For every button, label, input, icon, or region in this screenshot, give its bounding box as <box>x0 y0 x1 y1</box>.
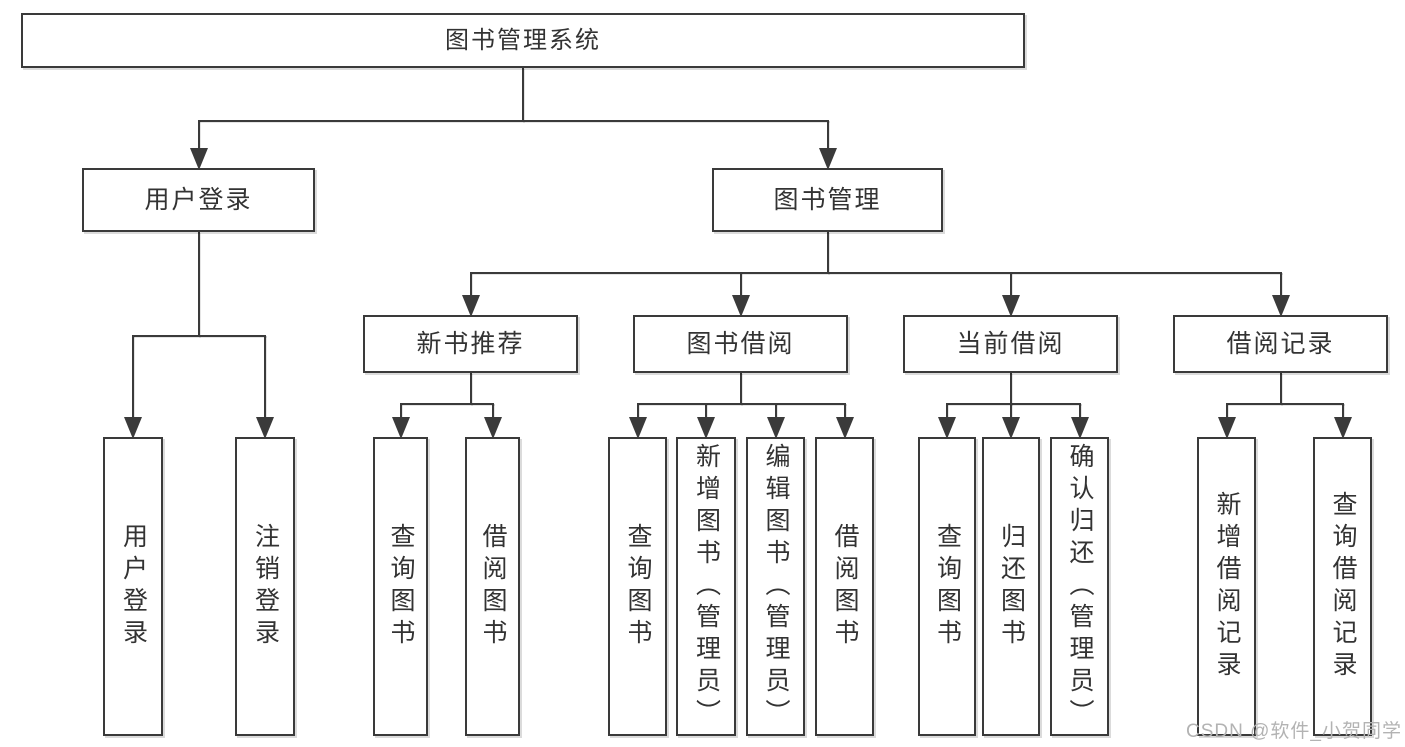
arrowhead-down-icon <box>938 417 956 439</box>
node-records: 借阅记录 <box>1173 315 1388 373</box>
connector-drop <box>826 120 829 150</box>
connector-drop <box>132 335 134 419</box>
node-borrow: 图书借阅 <box>633 315 848 373</box>
node-cu-return: 归还图书 <box>982 437 1040 736</box>
arrowhead-down-icon <box>1333 417 1352 439</box>
node-nb-query: 查询图书 <box>373 437 428 736</box>
arrowhead-down-icon <box>835 417 854 439</box>
connector-stub <box>469 373 472 405</box>
connector-stub <box>197 232 200 337</box>
arrowhead-down-icon <box>461 295 480 317</box>
connector-stub <box>1009 373 1012 405</box>
connector-drop <box>946 403 948 419</box>
arrowhead-down-icon <box>1001 295 1020 317</box>
connector-stub <box>739 373 742 405</box>
connector-drop <box>264 335 266 419</box>
node-rc-add: 新增借阅记录 <box>1197 437 1256 736</box>
connector-drop <box>1010 403 1012 419</box>
connector-rail <box>636 403 846 405</box>
connector-drop <box>399 403 402 419</box>
connector-rail <box>1225 403 1344 405</box>
arrowhead-down-icon <box>766 417 785 439</box>
connector-stub <box>522 68 524 122</box>
arrowhead-down-icon <box>124 417 142 439</box>
node-mgmt: 图书管理 <box>712 168 943 232</box>
arrowhead-down-icon <box>391 417 410 439</box>
arrowhead-down-icon <box>731 295 750 317</box>
node-bw-edit: 编辑图书（管理员） <box>746 437 805 736</box>
node-login: 用户登录 <box>82 168 315 232</box>
connector-drop <box>843 403 846 419</box>
arrowhead-down-icon <box>1217 417 1236 439</box>
node-newbook: 新书推荐 <box>363 315 578 373</box>
connector-drop <box>197 120 200 150</box>
node-cu-query: 查询图书 <box>918 437 976 736</box>
connector-rail <box>399 403 494 405</box>
connector-rail <box>132 335 266 337</box>
arrowhead-down-icon <box>628 417 647 439</box>
connector-stub <box>826 232 829 274</box>
connector-drop <box>705 403 707 419</box>
arrowhead-down-icon <box>256 417 274 439</box>
node-user-logout: 注销登录 <box>235 437 295 736</box>
connector-drop <box>1078 403 1081 419</box>
arrowhead-down-icon <box>1070 417 1089 439</box>
connector-drop <box>491 403 494 419</box>
connector-drop <box>1225 403 1228 419</box>
node-user-login: 用户登录 <box>103 437 163 736</box>
node-root: 图书管理系统 <box>21 13 1025 68</box>
node-current: 当前借阅 <box>903 315 1118 373</box>
connector-rail <box>197 120 829 122</box>
connector-drop <box>739 272 742 297</box>
arrowhead-down-icon <box>189 148 208 170</box>
connector-drop <box>1341 403 1344 419</box>
connector-drop <box>636 403 639 419</box>
node-nb-borrow: 借阅图书 <box>465 437 520 736</box>
connector-drop <box>774 403 777 419</box>
connector-stub <box>1279 373 1282 405</box>
node-bw-query: 查询图书 <box>608 437 667 736</box>
connector-drop <box>469 272 472 297</box>
arrowhead-down-icon <box>697 417 715 439</box>
connector-drop <box>1009 272 1012 297</box>
arrowhead-down-icon <box>483 417 502 439</box>
node-bw-borrow: 借阅图书 <box>815 437 874 736</box>
connector-drop <box>1279 272 1282 297</box>
connector-rail <box>946 403 1081 405</box>
arrowhead-down-icon <box>818 148 837 170</box>
connector-rail <box>469 272 1282 274</box>
watermark: CSDN @软件_小贺同学 <box>1186 721 1402 742</box>
arrowhead-down-icon <box>1002 417 1020 439</box>
node-cu-confirm: 确认归还（管理员） <box>1050 437 1109 736</box>
arrowhead-down-icon <box>1271 295 1290 317</box>
node-bw-add: 新增图书（管理员） <box>676 437 736 736</box>
node-rc-query: 查询借阅记录 <box>1313 437 1372 736</box>
